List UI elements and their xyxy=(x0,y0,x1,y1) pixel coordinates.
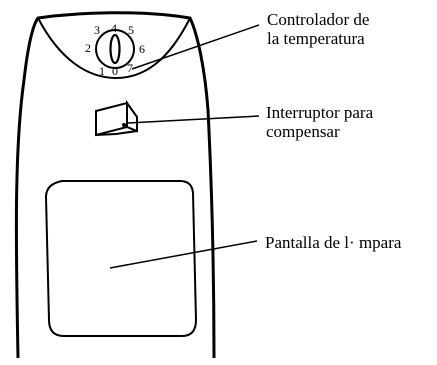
callout-switch-line1: Interruptor para xyxy=(266,103,374,122)
compensate-switch[interactable] xyxy=(95,99,138,137)
dial-ring xyxy=(95,29,135,69)
dial-number-0: 0 xyxy=(112,64,118,78)
callout-temperature-controller: Controlador de la temperatura xyxy=(267,10,369,48)
dial-number-1: 1 xyxy=(99,64,105,78)
switch-bottom-edge xyxy=(95,130,138,136)
callout-compensate-switch: Interruptor para compensar xyxy=(266,103,373,141)
callout-temperature-line2: la temperatura xyxy=(267,29,365,48)
lamp-screen xyxy=(44,180,198,337)
callout-screen-line1: Pantalla de l· mpara xyxy=(265,233,402,252)
callout-temperature-line1: Controlador de xyxy=(267,10,370,29)
dial-number-4: 4 xyxy=(111,21,117,35)
device-body-outline xyxy=(14,11,216,359)
leader-line-temperature xyxy=(131,24,260,70)
callout-switch-line2: compensar xyxy=(266,122,340,141)
dial-number-6: 6 xyxy=(139,42,145,56)
dial-knob[interactable] xyxy=(109,33,121,65)
temperature-dial[interactable]: 3 4 5 2 6 1 0 7 xyxy=(85,21,145,78)
leader-line-screen xyxy=(109,240,258,269)
switch-top-face xyxy=(126,99,138,133)
callout-lamp-screen: Pantalla de l· mpara xyxy=(265,233,401,252)
dial-number-2: 2 xyxy=(85,41,91,55)
switch-side-face xyxy=(95,101,128,137)
leader-line-switch xyxy=(127,115,260,124)
dial-number-7: 7 xyxy=(127,61,133,75)
switch-indicator-dot xyxy=(122,123,126,127)
top-cap-curve xyxy=(37,17,191,80)
dial-number-5: 5 xyxy=(128,23,134,37)
dial-number-3: 3 xyxy=(94,23,100,37)
